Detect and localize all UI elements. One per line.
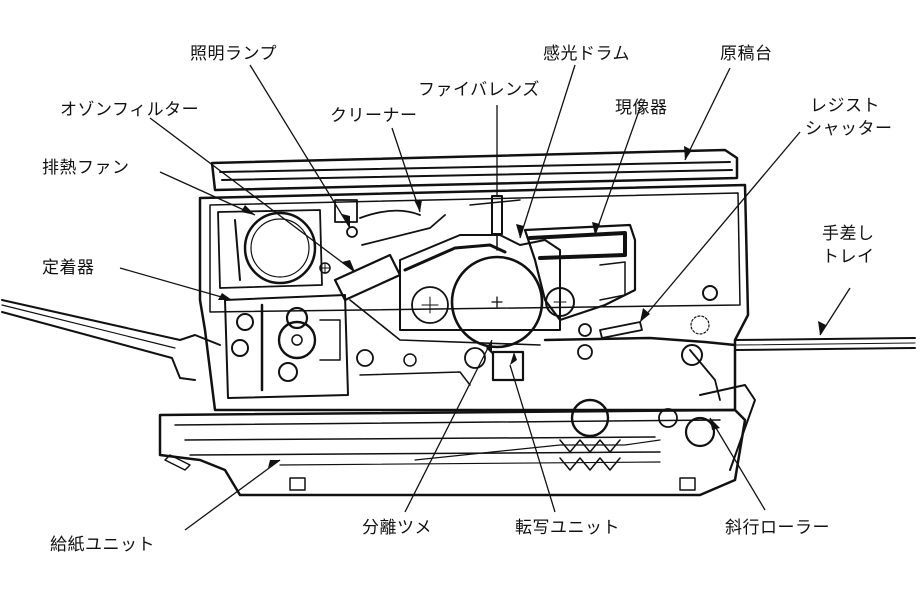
label-exhaust-fan: 排熱ファン [42, 158, 130, 178]
leader-arrowheads [218, 146, 826, 468]
label-platen: 原稿台 [720, 44, 773, 64]
label-paper-feed-unit: 給紙ユニット [50, 535, 155, 555]
label-fixing-unit: 定着器 [42, 258, 95, 278]
transfer-unit [356, 344, 593, 386]
label-registration-shutter-line2: シャッター [805, 119, 893, 139]
label-ozone-filter: オゾンフィルター [60, 100, 200, 120]
manual-feed-tray [681, 337, 916, 366]
platen-cover [210, 148, 739, 192]
label-separator-claw: 分離ツメ [362, 518, 432, 538]
fixing-unit [224, 294, 349, 399]
label-fiber-lens: ファイバレンズ [418, 80, 540, 100]
label-skew-roller: 斜行ローラー [725, 518, 830, 538]
skew-roller [689, 349, 756, 471]
exhaust-fan [217, 209, 323, 289]
paper-feed-unit [158, 398, 747, 497]
label-cleaner: クリーナー [330, 106, 418, 126]
leader-lines [119, 64, 851, 531]
label-transfer-unit: 転写ユニット [515, 518, 620, 538]
output-tray [1, 299, 221, 381]
label-developer: 現像器 [615, 98, 668, 118]
label-manual-tray-line1: 手差し [822, 224, 875, 244]
registration-shutter [578, 285, 718, 339]
illumination-lamp [334, 199, 446, 246]
label-illumination-lamp: 照明ランプ [190, 44, 277, 64]
ozone-filter [319, 253, 402, 302]
label-photosensitive-drum: 感光ドラム [543, 44, 630, 64]
label-registration-shutter-line1: レジスト [810, 96, 880, 116]
paper-path [349, 299, 737, 347]
developer-unit [523, 223, 637, 322]
cleaner-housing [399, 234, 561, 331]
label-manual-tray-line2: トレイ [822, 247, 875, 267]
photosensitive-drum [450, 255, 544, 349]
